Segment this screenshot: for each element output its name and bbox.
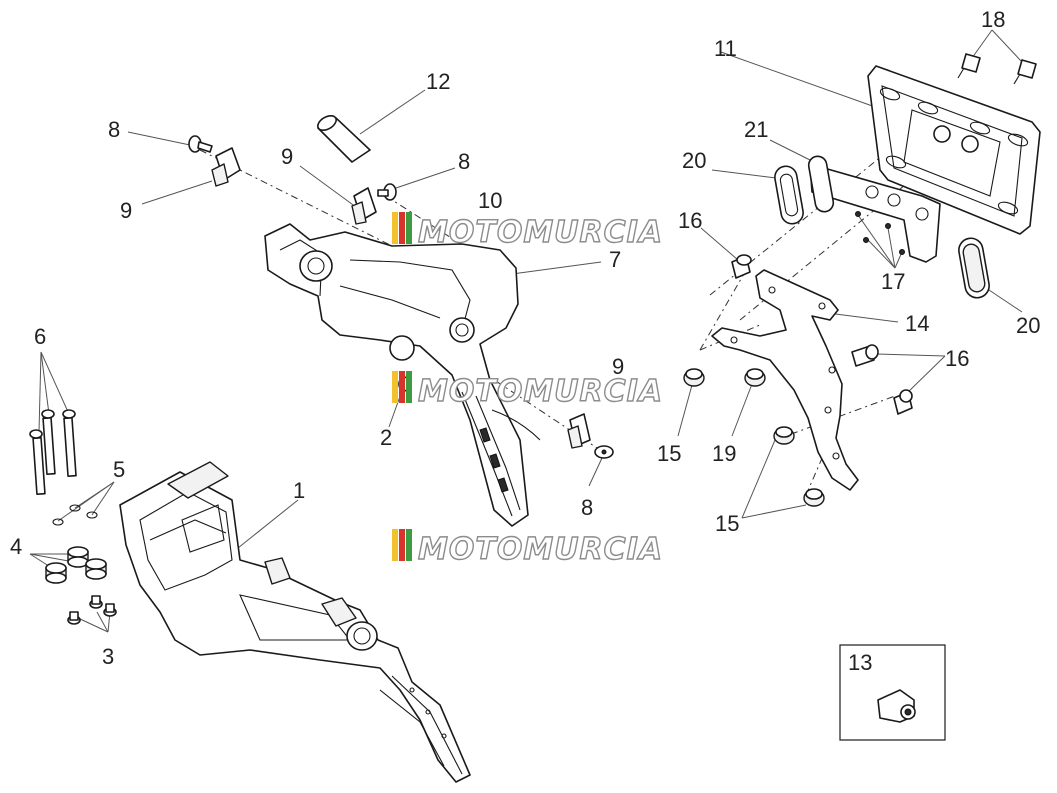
bushing-part-15-a	[683, 368, 705, 387]
watermark-2: MOTOMURCIA	[392, 371, 663, 410]
callout-15-b: 15	[715, 511, 739, 536]
screw-part-8-c	[594, 445, 614, 459]
callout-8-c: 8	[581, 495, 593, 520]
callout-6: 6	[34, 324, 46, 349]
bracket-part-14	[711, 269, 859, 491]
nuts-part-17	[855, 211, 905, 255]
callout-9-c: 9	[612, 354, 624, 379]
reflector-part-20-b	[958, 237, 990, 299]
callout-9-b: 9	[281, 144, 293, 169]
callout-10: 10	[478, 188, 502, 213]
callout-13: 13	[848, 650, 872, 675]
callout-15-a: 15	[657, 441, 681, 466]
callout-21: 21	[744, 117, 768, 142]
callout-3: 3	[102, 644, 114, 669]
screw-part-8-b	[377, 183, 397, 201]
watermark-3: MOTOMURCIA	[392, 529, 663, 568]
watermark-text: MOTOMURCIA	[418, 374, 663, 409]
clip-nut-part-9-a	[211, 147, 241, 187]
callout-8-b: 8	[458, 149, 470, 174]
callout-2: 2	[380, 425, 392, 450]
reflector-part-20-a	[774, 165, 804, 225]
inset-box-part-13	[839, 644, 946, 741]
callout-19: 19	[712, 441, 736, 466]
tail-frame-part-7	[264, 223, 541, 527]
long-bolts-part-6	[29, 409, 77, 496]
watermark-1: MOTOMURCIA	[392, 212, 663, 251]
callout-16-b: 16	[945, 346, 969, 371]
sleeve-part-12	[317, 114, 371, 163]
washers-part-5	[52, 504, 98, 526]
clip-nut-part-9-c	[567, 413, 591, 449]
bushing-part-15-c	[803, 488, 825, 507]
watermark-text: MOTOMURCIA	[418, 532, 663, 567]
pins-part-16	[731, 254, 913, 415]
callout-11: 11	[714, 36, 737, 61]
callout-20-b: 20	[1016, 313, 1040, 338]
screw-part-8-a	[188, 135, 213, 153]
spacers-part-3	[67, 595, 117, 625]
bushing-part-15-b	[773, 426, 795, 445]
callout-9-a: 9	[120, 198, 132, 223]
callout-17: 17	[881, 269, 905, 294]
rear-mudguard-part-1	[119, 461, 471, 783]
screws-part-18	[957, 53, 1037, 85]
callout-5: 5	[113, 457, 125, 482]
bushing-part-19	[744, 368, 766, 387]
callout-7: 7	[609, 247, 621, 272]
reflector-mount-part-21	[809, 163, 941, 263]
plate-holder-part-11	[867, 65, 1041, 235]
callout-labels: 1 2 3 4 5 6 7 8 8 8 9 9 9 10 11 12 13 14…	[10, 7, 1040, 675]
callout-14: 14	[905, 311, 929, 336]
grommets-part-4	[45, 546, 107, 584]
callout-20-a: 20	[682, 148, 706, 173]
callout-12: 12	[426, 69, 450, 94]
callout-16-a: 16	[678, 208, 702, 233]
callout-4: 4	[10, 534, 22, 559]
watermark-text: MOTOMURCIA	[418, 215, 663, 250]
callout-18: 18	[981, 7, 1005, 32]
callout-1: 1	[293, 478, 305, 503]
callout-8-a: 8	[108, 117, 120, 142]
reflector-part-21-small	[807, 155, 835, 213]
clip-nut-part-9-b	[351, 187, 377, 225]
